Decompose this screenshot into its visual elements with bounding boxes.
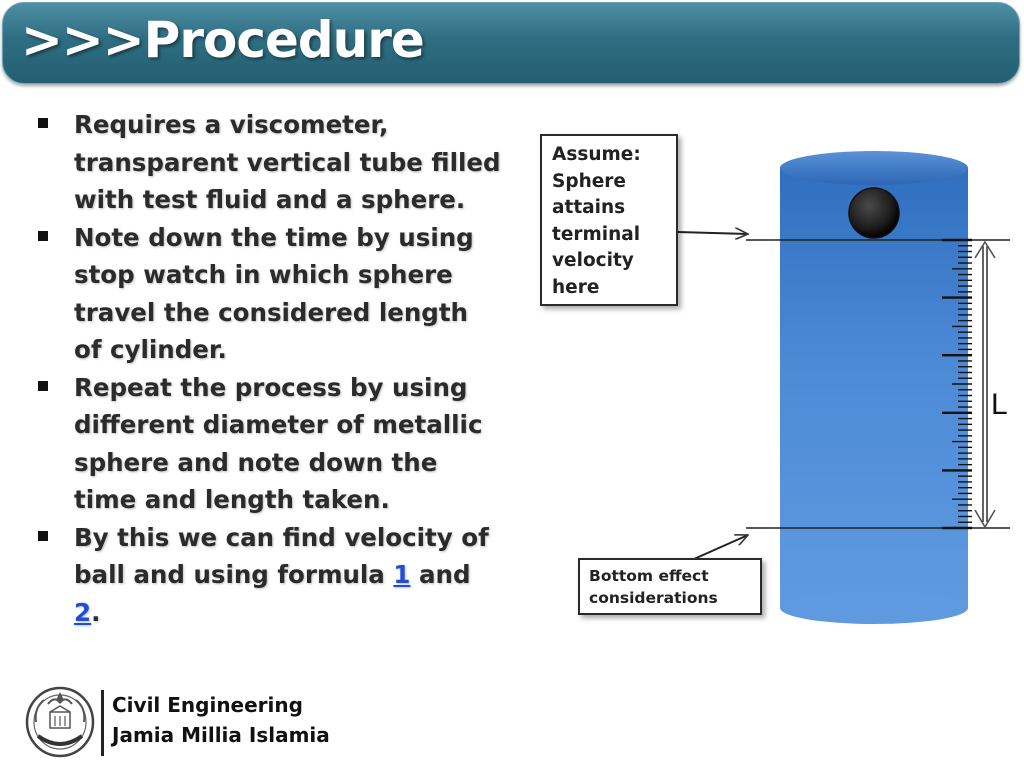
bullet-2-line-3: travel the considered length — [74, 297, 468, 327]
bullet-1-line-2: transparent vertical tube filled — [74, 147, 501, 177]
bullet-4-line-3-suffix: . — [91, 597, 101, 627]
bullet-item-4: By this we can find velocity of ball and… — [36, 519, 506, 632]
square-bullet-icon — [38, 530, 48, 541]
bullet-item-3: Repeat the process by using different di… — [36, 369, 506, 519]
square-bullet-icon — [38, 230, 48, 241]
bullet-4-line-2-prefix: ball and using formula — [74, 560, 394, 589]
square-bullet-icon — [38, 118, 48, 128]
callout-top-line-2: Sphere — [552, 170, 626, 192]
length-label: L — [991, 388, 1008, 421]
terminal-velocity-callout: Assume: Sphere attains terminal velocity… — [540, 134, 678, 306]
callout-top-line-1: Assume: — [552, 144, 641, 165]
callout-top-line-6: here — [552, 276, 600, 298]
bullet-3-line-4: time and length taken. — [74, 485, 390, 514]
metallic-sphere — [848, 187, 900, 239]
title-bar: >>>Procedure — [2, 2, 1020, 84]
callout-bottom-arrow — [693, 535, 748, 560]
bullet-2-line-4: of cylinder. — [74, 335, 227, 364]
length-double-arrow — [974, 240, 996, 529]
bullet-1-line-3: with test fluid and a sphere. — [74, 185, 466, 214]
footer-department: Civil Engineering — [112, 693, 303, 717]
callout-bottom-line-1: Bottom effect — [589, 567, 709, 585]
callout-top-line-4: terminal — [552, 223, 641, 245]
square-bullet-icon — [38, 380, 48, 391]
slide-title: >>>Procedure — [21, 11, 425, 69]
bullet-3-line-3: sphere and note down the — [74, 447, 438, 477]
bullet-3-line-2: different diameter of metallic — [74, 410, 483, 439]
footer-institution: Civil Engineering Jamia Millia Islamia — [112, 690, 330, 750]
callout-top-arrow — [677, 232, 748, 234]
bullet-item-1: Requires a viscometer, transparent verti… — [36, 106, 506, 219]
footer-university: Jamia Millia Islamia — [112, 723, 330, 747]
bullet-item-2: Note down the time by using stop watch i… — [36, 219, 506, 369]
formula-1-link[interactable]: 1 — [393, 560, 411, 589]
footer-divider — [101, 690, 104, 756]
bullet-3-line-1: Repeat the process by using — [74, 372, 468, 402]
cylinder-tube — [780, 151, 968, 624]
bullet-2-line-1: Note down the time by using — [74, 222, 474, 252]
formula-2-link[interactable]: 2 — [74, 597, 92, 627]
bullet-4-line-1: By this we can find velocity of — [74, 522, 489, 552]
measurement-scale — [942, 238, 972, 530]
callout-top-line-5: velocity — [552, 250, 634, 271]
callout-top-line-3: attains — [552, 197, 626, 218]
university-logo-icon — [25, 686, 95, 758]
procedure-bullet-list: Requires a viscometer, transparent verti… — [36, 106, 506, 631]
bullet-1-line-1: Requires a viscometer, — [74, 110, 389, 139]
bullet-4-line-2-mid: and — [410, 560, 471, 589]
bottom-effect-callout: Bottom effect considerations — [578, 558, 762, 615]
bullet-2-line-2: stop watch in which sphere — [74, 260, 453, 289]
callout-bottom-line-2: considerations — [589, 589, 718, 607]
